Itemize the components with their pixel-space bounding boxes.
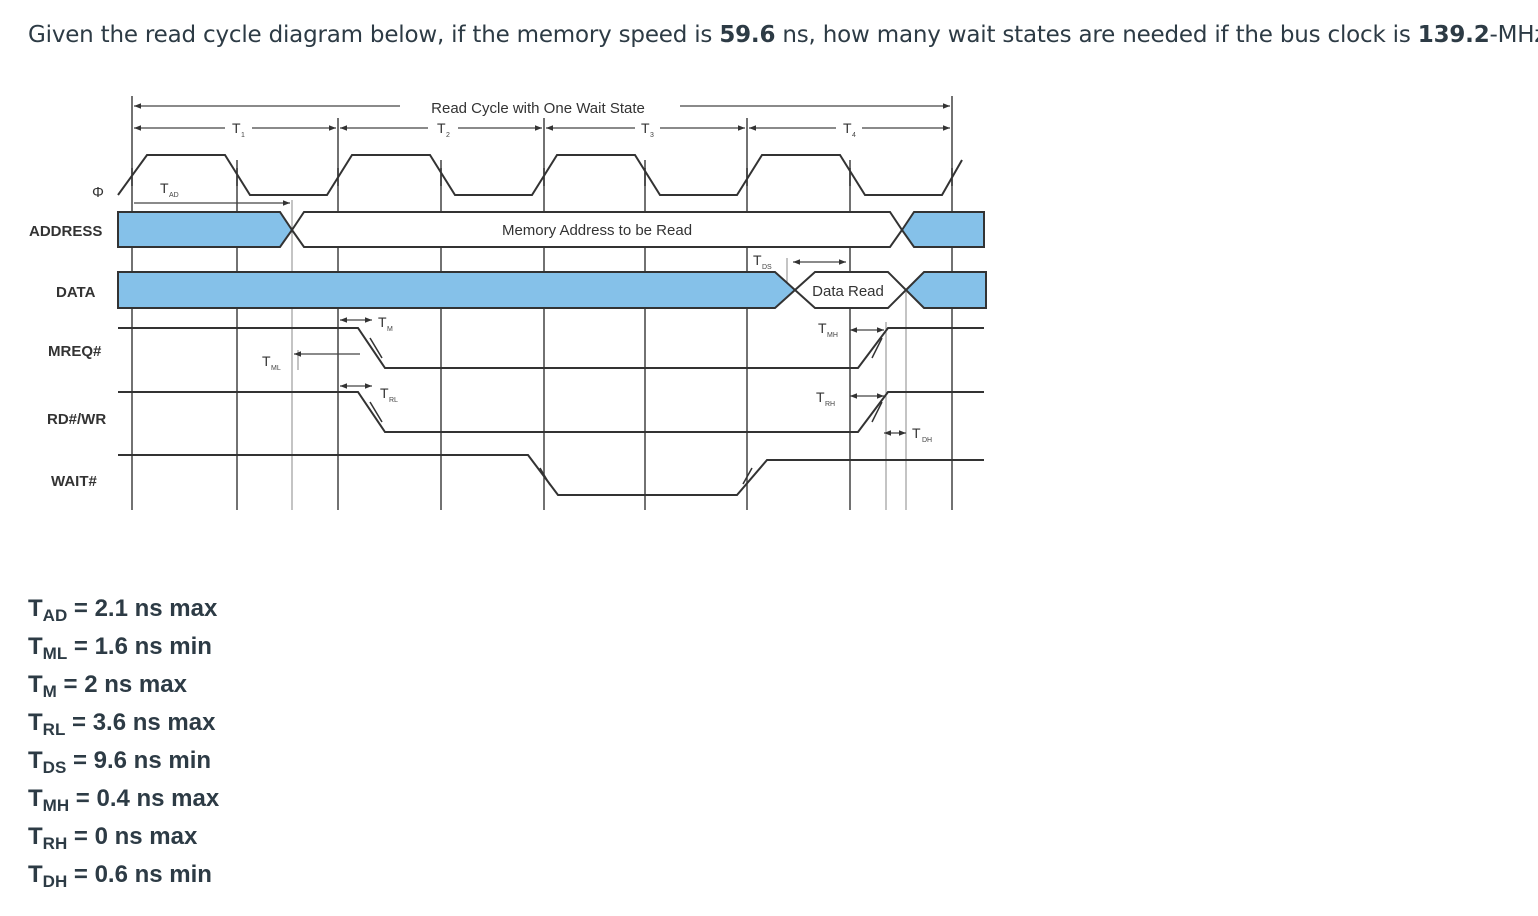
param-tm: TM = 2 ns max [28,671,187,701]
param-tds: TDS = 9.6 ns min [28,747,212,777]
svg-text:T: T [378,314,387,330]
svg-text:DH: DH [922,437,932,444]
trh-label: T RH [816,389,835,408]
svg-text:T: T [262,353,271,369]
signal-label-mreq: MREQ# [48,343,102,360]
question-part-2: ns, how many wait states are needed if t… [775,22,1418,48]
svg-text:DS: DS [762,264,772,271]
svg-text:T: T [753,252,762,268]
param-tdh: TDH = 0.6 ns min [28,861,212,891]
question-part-1: Given the read cycle diagram below, if t… [28,22,720,48]
tad-label: T AD [160,180,179,199]
question-part-3: -MHz? [1489,22,1538,48]
svg-text:T: T [843,120,852,136]
svg-text:M: M [387,326,393,333]
t2-state-label: T 2 [437,120,450,139]
svg-text:T: T [160,180,169,196]
rdwr-waveform [118,391,984,433]
tmh-label: T MH [818,320,838,339]
address-bus-text: Memory Address to be Read [502,222,692,239]
svg-text:1: 1 [241,132,245,139]
timing-parameters-list: TAD = 2.1 ns max TML = 1.6 ns min TM = 2… [28,590,219,894]
tm-label: T M [378,314,393,333]
svg-text:4: 4 [852,132,856,139]
signal-label-address: ADDRESS [29,223,102,240]
data-bus-text: Data Read [812,283,884,300]
svg-text:T: T [816,389,825,405]
param-trh: TRH = 0 ns max [28,823,198,853]
svg-text:T: T [232,120,241,136]
param-trl: TRL = 3.6 ns max [28,709,216,739]
address-bus-waveform [117,211,985,248]
tds-label: T DS [753,252,772,271]
svg-text:ML: ML [271,365,281,372]
svg-text:T: T [380,385,389,401]
svg-text:T: T [437,120,446,136]
question-text: Given the read cycle diagram below, if t… [28,22,1538,48]
tdh-label: T DH [912,425,932,444]
t1-state-label: T 1 [232,120,245,139]
svg-text:2: 2 [446,132,450,139]
bus-clock-value: 139.2 [1417,22,1490,48]
svg-text:3: 3 [650,132,654,139]
signal-label-rdwr: RD#/WR [47,411,106,428]
svg-text:RH: RH [825,401,835,408]
svg-text:AD: AD [169,192,179,199]
param-tml: TML = 1.6 ns min [28,633,212,663]
wait-waveform [118,454,984,496]
clock-symbol: Φ [92,184,104,201]
param-tad: TAD = 2.1 ns max [28,595,218,625]
mreq-waveform [118,327,984,369]
tml-label: T ML [262,353,281,372]
signal-label-wait: WAIT# [51,473,97,490]
clock-waveform [117,154,963,196]
svg-text:MH: MH [827,332,838,339]
param-tmh: TMH = 0.4 ns max [28,785,220,815]
data-bus-waveform [117,271,987,309]
memory-speed-value: 59.6 [719,22,776,48]
svg-text:T: T [641,120,650,136]
svg-text:T: T [912,425,921,441]
t3-state-label: T 3 [641,120,654,139]
trl-label: T RL [380,385,398,404]
t4-state-label: T 4 [843,120,856,139]
cycle-title: Read Cycle with One Wait State [431,100,645,117]
read-cycle-timing-diagram: Read Cycle with One Wait State T 1 T 2 T… [29,96,987,510]
signal-label-data: DATA [56,284,96,301]
svg-text:RL: RL [389,397,398,404]
svg-text:T: T [818,320,827,336]
